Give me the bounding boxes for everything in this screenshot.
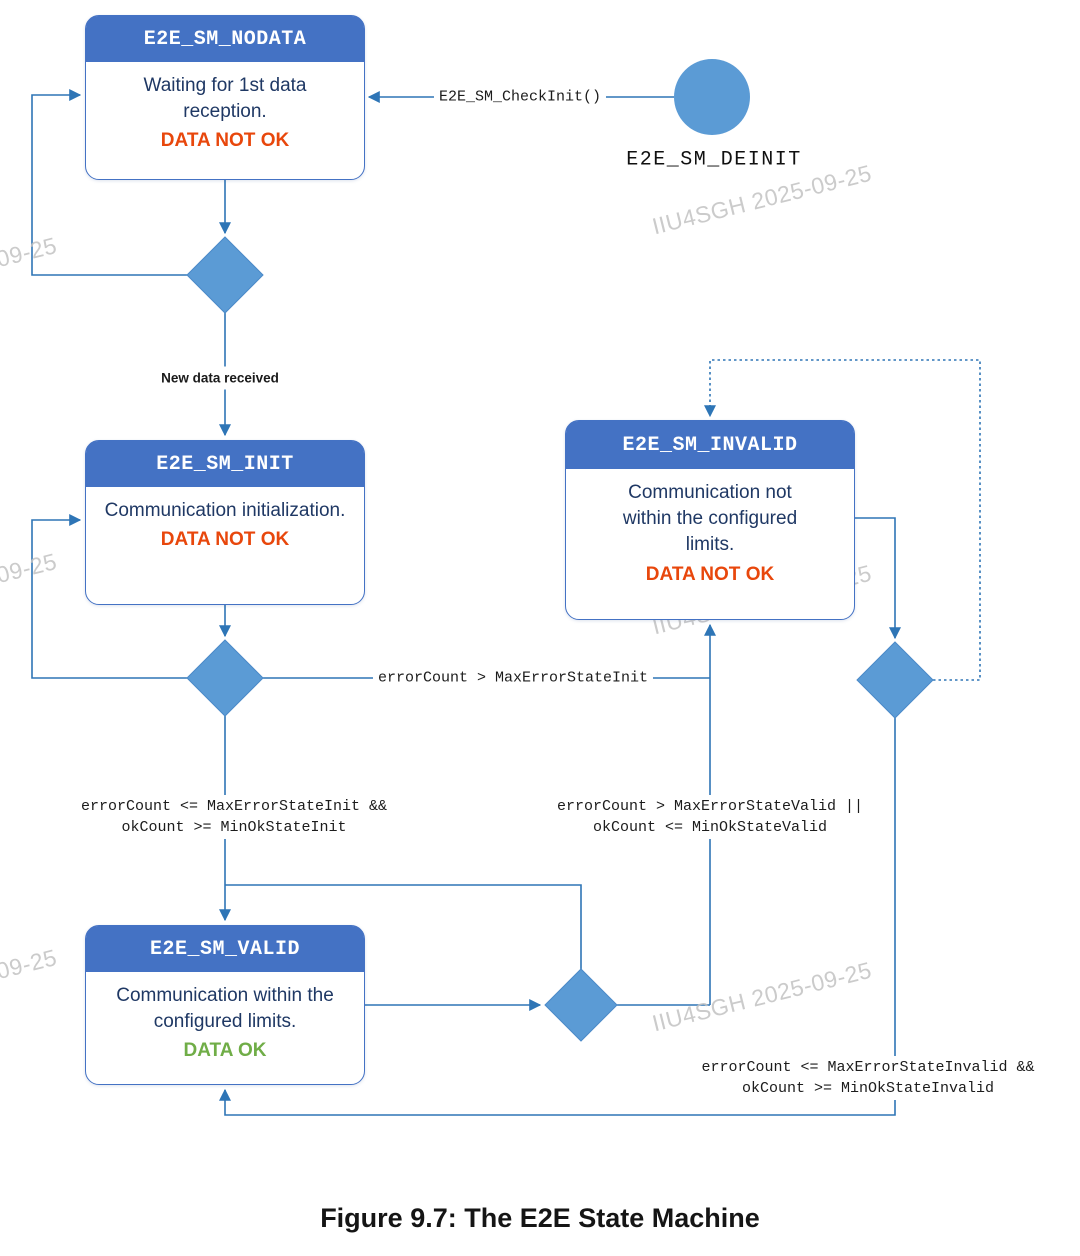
- state-invalid: E2E_SM_INVALID Communication not within …: [565, 420, 855, 620]
- transition-label-init-to-valid: errorCount <= MaxErrorStateInit && okCou…: [75, 795, 393, 839]
- state-invalid-description: Communication not within the configured …: [622, 482, 798, 556]
- transition-label-line: errorCount <= MaxErrorStateInvalid &&: [701, 1059, 1035, 1076]
- state-invalid-title: E2E_SM_INVALID: [566, 421, 854, 469]
- state-init-title: E2E_SM_INIT: [86, 441, 364, 487]
- figure-caption: Figure 9.7: The E2E State Machine: [320, 1203, 760, 1233]
- state-valid-title: E2E_SM_VALID: [86, 926, 364, 972]
- transition-label-invalid-to-valid: errorCount <= MaxErrorStateInvalid && ok…: [696, 1056, 1040, 1100]
- choice-diamond-valid: [544, 968, 618, 1042]
- initial-state-label: E2E_SM_DEINIT: [626, 148, 802, 172]
- choice-diamond-nodata: [186, 236, 264, 314]
- transition-label-line: errorCount > MaxErrorStateValid ||: [556, 798, 864, 815]
- transition-arrow-nodata-self-loop: [31, 89, 187, 276]
- transition-label-line: okCount >= MinOkStateInvalid: [741, 1080, 995, 1097]
- transition-label-line: errorCount <= MaxErrorStateInit &&: [80, 798, 388, 815]
- transition-arrow-invalid-to-choice: [855, 517, 901, 640]
- transition-label-line: okCount >= MinOkStateInit: [121, 819, 347, 836]
- state-valid: E2E_SM_VALID Communication within the co…: [85, 925, 365, 1085]
- transition-arrow-invalid-to-valid: [219, 718, 896, 1116]
- transition-label-valid-to-invalid: errorCount > MaxErrorStateValid || okCou…: [551, 795, 869, 839]
- transition-arrow-invalid-self-loop: [704, 359, 981, 681]
- state-init-status: DATA NOT OK: [160, 529, 290, 551]
- state-init: E2E_SM_INIT Communication initialization…: [85, 440, 365, 605]
- state-valid-status: DATA OK: [183, 1040, 267, 1062]
- transition-label-new-data: New data received: [156, 366, 284, 390]
- choice-diamond-init: [186, 639, 264, 717]
- state-nodata: E2E_SM_NODATA Waiting for 1st data recep…: [85, 15, 365, 180]
- state-nodata-title: E2E_SM_NODATA: [86, 16, 364, 62]
- choice-diamond-invalid: [856, 641, 934, 719]
- state-init-description: Communication initialization.: [104, 500, 346, 521]
- state-invalid-status: DATA NOT OK: [645, 563, 775, 585]
- initial-state-circle: [674, 59, 750, 135]
- state-nodata-description: Waiting for 1st data reception.: [143, 75, 307, 123]
- transition-label-check-init: E2E_SM_CheckInit(): [433, 85, 607, 109]
- state-valid-description: Communication within the configured limi…: [116, 985, 334, 1033]
- transition-label-init-to-invalid: errorCount > MaxErrorStateInit: [372, 666, 654, 690]
- transition-arrow-valid-self-loop: [225, 884, 582, 969]
- state-nodata-status: DATA NOT OK: [160, 130, 290, 152]
- transition-label-line: okCount <= MinOkStateValid: [592, 819, 828, 836]
- transition-arrow-init-self-loop: [31, 514, 187, 679]
